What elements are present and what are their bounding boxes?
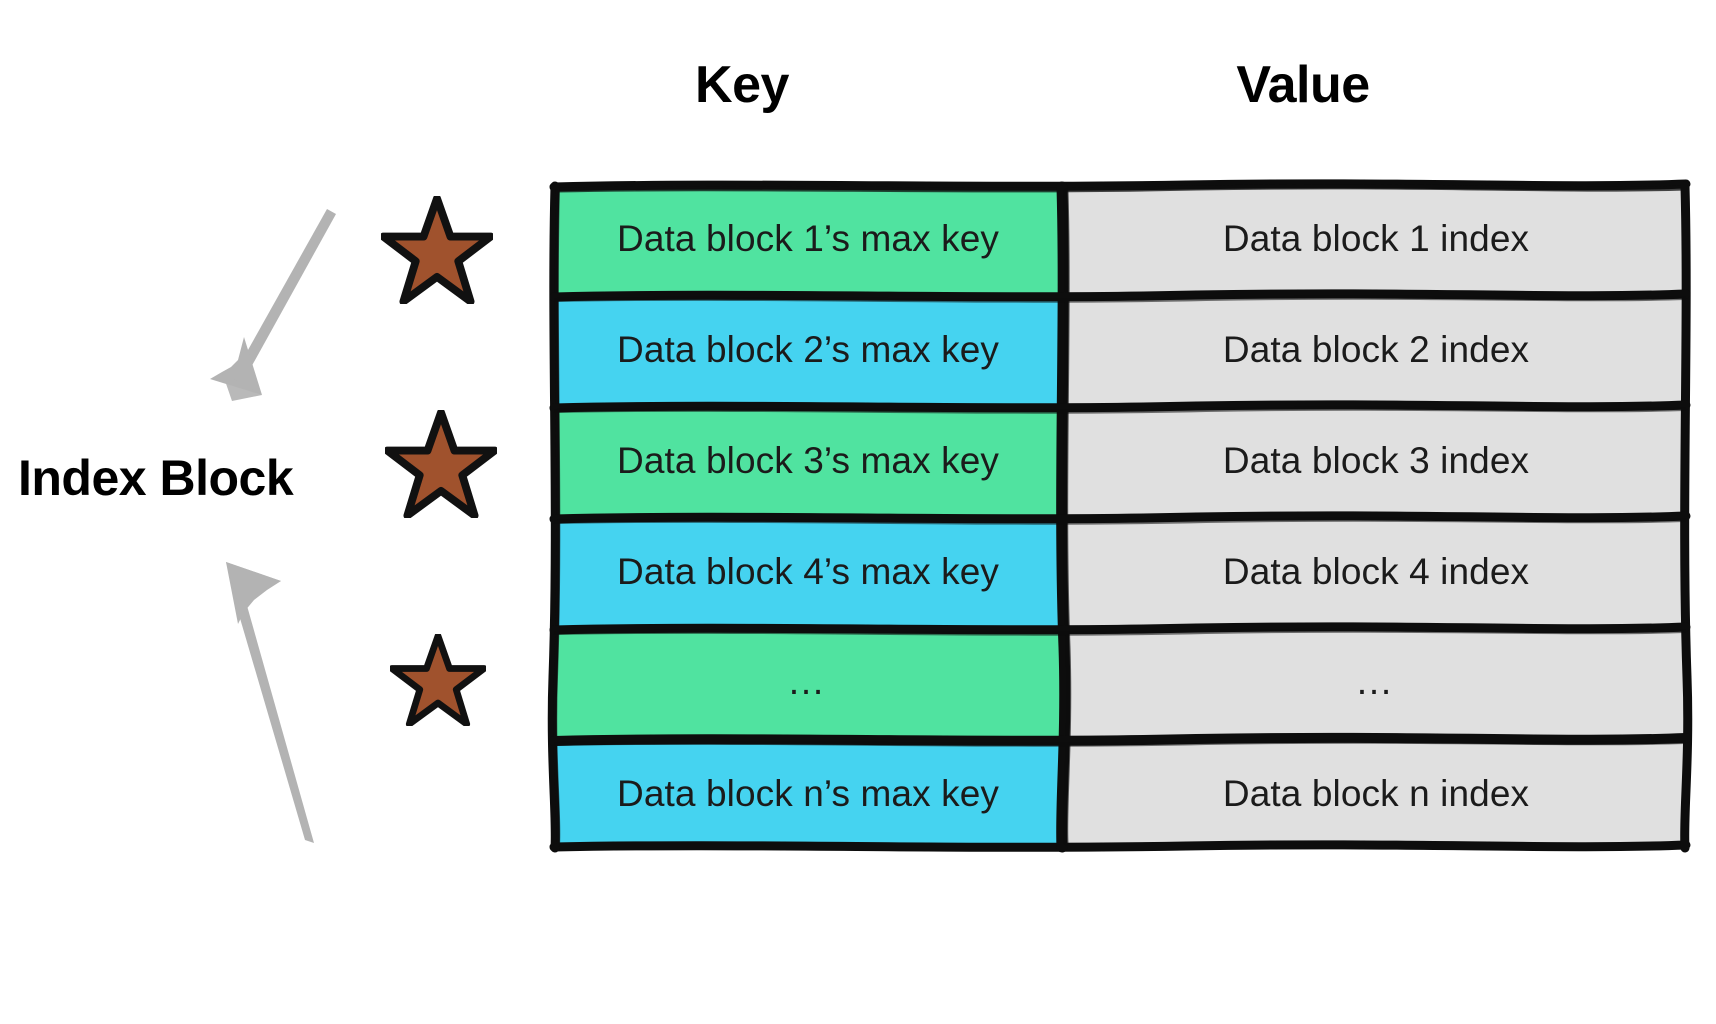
- value-cell-text: Data block n index: [1222, 772, 1530, 814]
- value-cell: …: [1064, 627, 1688, 738]
- value-cell-text: …: [1355, 661, 1397, 703]
- key-cell-text: Data block 3’s max key: [617, 439, 999, 481]
- table-row: … …: [552, 627, 1688, 738]
- index-block-label: Index Block: [18, 450, 294, 506]
- star-icon: [381, 196, 493, 304]
- value-cell-text: Data block 2 index: [1222, 328, 1530, 370]
- arrow-up-left-icon: [226, 562, 314, 843]
- key-cell: …: [552, 627, 1064, 738]
- key-cell-text: Data block 4’s max key: [617, 550, 999, 592]
- key-cell: Data block 4’s max key: [552, 516, 1064, 627]
- value-cell: Data block n index: [1064, 738, 1688, 849]
- value-cell-text: Data block 4 index: [1222, 550, 1530, 592]
- column-header-key: Key: [695, 56, 789, 114]
- table-row: Data block 2’s max key Data block 2 inde…: [552, 294, 1688, 405]
- star-icon: [390, 634, 486, 726]
- key-cell: Data block n’s max key: [552, 738, 1064, 849]
- index-block-table: Data block 1’s max key Data block 1 inde…: [547, 179, 1693, 853]
- arrow-down-left-icon: [210, 209, 336, 401]
- value-cell: Data block 3 index: [1064, 405, 1688, 516]
- column-header-value: Value: [1236, 56, 1370, 114]
- key-cell: Data block 3’s max key: [552, 405, 1064, 516]
- value-cell: Data block 1 index: [1064, 183, 1688, 294]
- table-row: Data block 3’s max key Data block 3 inde…: [552, 405, 1688, 516]
- key-cell-text: Data block 2’s max key: [617, 328, 999, 370]
- table-row: Data block 1’s max key Data block 1 inde…: [552, 183, 1688, 294]
- value-cell: Data block 4 index: [1064, 516, 1688, 627]
- key-cell-text: Data block 1’s max key: [617, 217, 999, 259]
- value-cell-text: Data block 3 index: [1222, 439, 1530, 481]
- key-cell-text: Data block n’s max key: [617, 772, 999, 814]
- key-cell-text: …: [787, 661, 829, 703]
- key-cell: Data block 2’s max key: [552, 294, 1064, 405]
- table-row: Data block 4’s max key Data block 4 inde…: [552, 516, 1688, 627]
- star-icon: [385, 410, 497, 518]
- table-row: Data block n’s max key Data block n inde…: [552, 738, 1688, 849]
- value-cell: Data block 2 index: [1064, 294, 1688, 405]
- key-cell: Data block 1’s max key: [552, 183, 1064, 294]
- value-cell-text: Data block 1 index: [1222, 217, 1530, 259]
